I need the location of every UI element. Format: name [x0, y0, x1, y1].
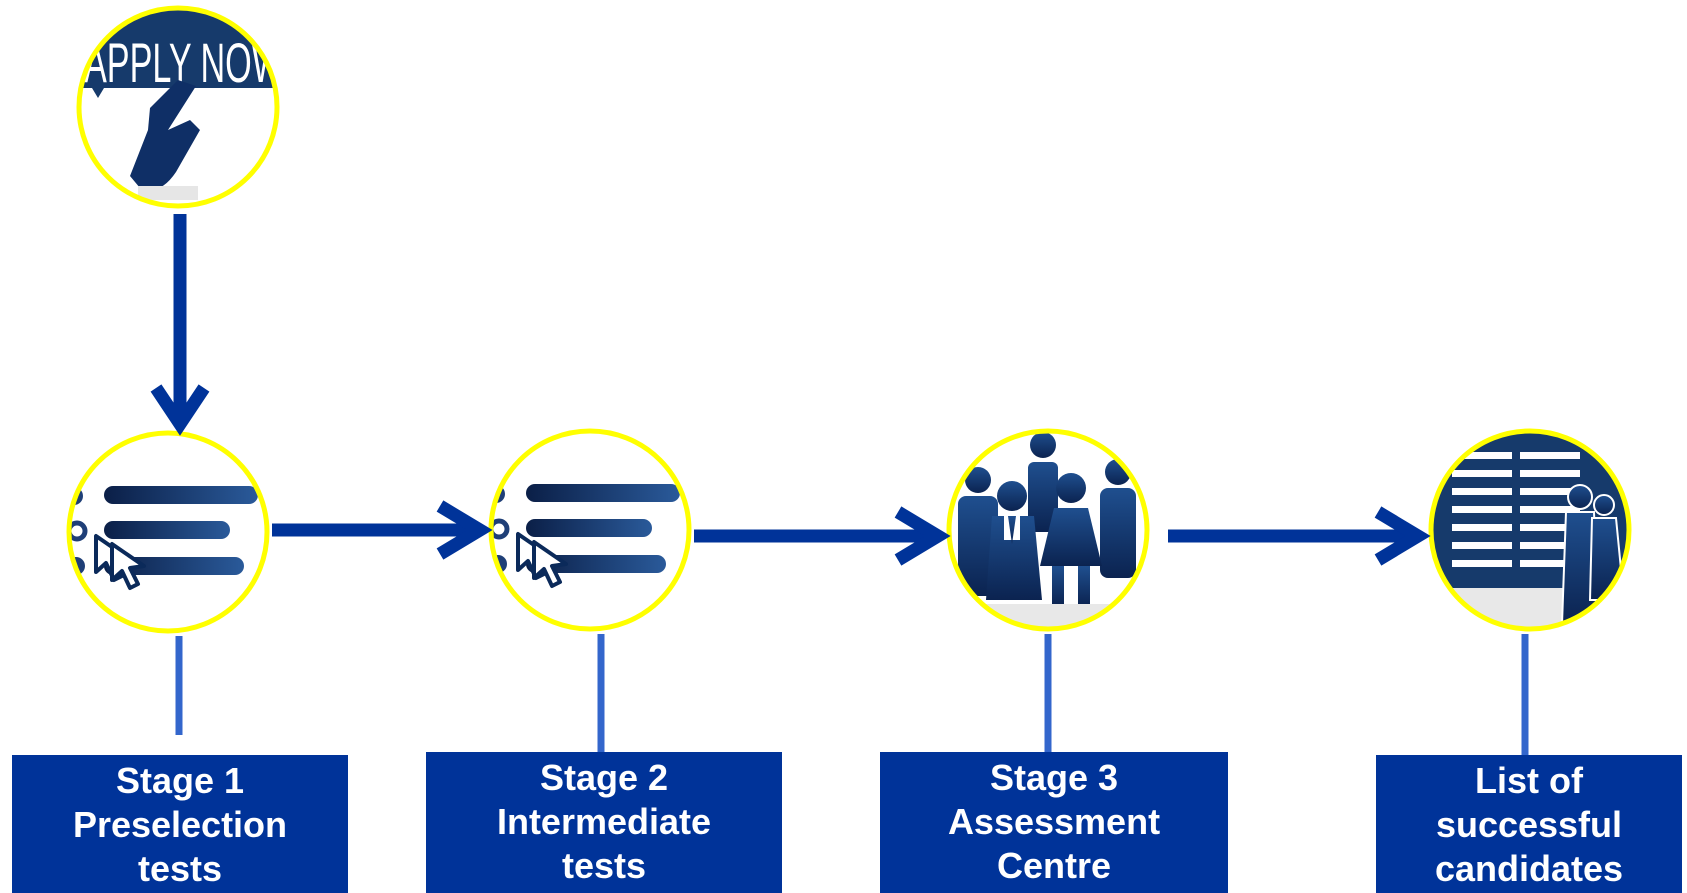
stage-4-title: List of: [1475, 760, 1583, 801]
stage-4-line-3: candidates: [1434, 848, 1624, 889]
pointing-hand-icon: [130, 80, 200, 190]
stage-2-line-3: tests: [561, 845, 647, 886]
candidates-list-icon: [1428, 428, 1632, 632]
stage-2-title: Stage 2: [539, 757, 669, 798]
stage-3-title: Stage 3: [989, 757, 1119, 798]
stage-2-label-box: Stage 2 Intermediate tests: [426, 752, 782, 893]
stage-1-form-icon: [66, 430, 270, 634]
stage-1-label-box: Stage 1 Preselection tests: [12, 755, 348, 893]
stage-3-people-icon: [946, 428, 1150, 632]
stage-1-line-3: tests: [137, 848, 223, 889]
stage-4-line-2: successful: [1435, 804, 1623, 845]
arrow-stage-1-to-stage-2: [272, 500, 493, 560]
arrow-stage-3-to-stage-4: [1168, 506, 1431, 566]
stage-4-label-box: List of successful candidates: [1376, 755, 1682, 893]
stage-1-line-2: Preselection: [72, 804, 288, 845]
stage-1-title: Stage 1: [115, 760, 245, 801]
stage-3-line-2: Assessment: [947, 801, 1161, 842]
stage-3-line-3: Centre: [996, 845, 1112, 886]
arrow-apply-to-stage-1: [150, 214, 210, 436]
stage-2-form-icon: [488, 428, 692, 632]
stage-2-line-2: Intermediate: [496, 801, 712, 842]
apply-now-icon: APPLY NOW: [76, 5, 280, 209]
stage-3-label-box: Stage 3 Assessment Centre: [880, 752, 1228, 893]
arrow-stage-2-to-stage-3: [694, 506, 951, 566]
